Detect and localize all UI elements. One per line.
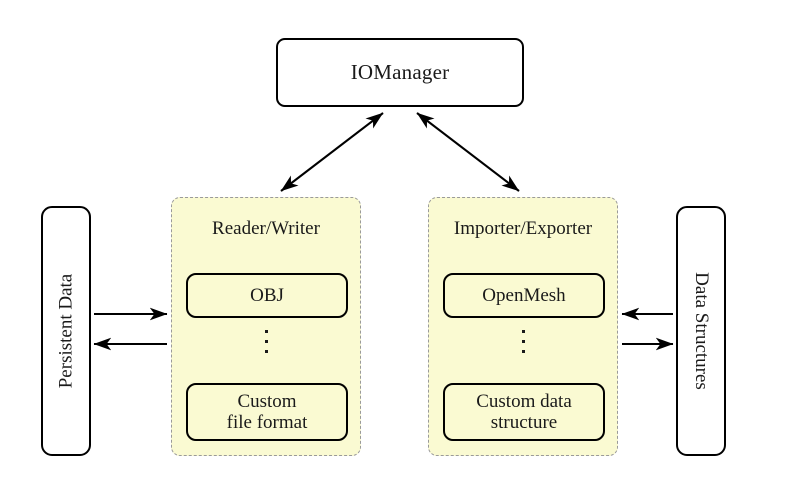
iomanager-box: IOManager bbox=[276, 38, 524, 107]
reader-writer-title: Reader/Writer bbox=[212, 218, 320, 239]
arrow-manager-reader-writer bbox=[280, 112, 384, 192]
reader-writer-item-obj-label: OBJ bbox=[250, 284, 284, 306]
importer-exporter-item-openmesh: OpenMesh bbox=[443, 273, 605, 318]
reader-writer-item-obj: OBJ bbox=[186, 273, 348, 318]
data-structures-label: Data Structures bbox=[691, 272, 712, 390]
reader-writer-ellipsis-icon bbox=[172, 330, 360, 353]
importer-exporter-ellipsis-icon bbox=[429, 330, 617, 353]
importer-exporter-item-openmesh-label: OpenMesh bbox=[482, 284, 566, 306]
persistent-data-box: Persistent Data bbox=[41, 206, 91, 456]
iomanager-label: IOManager bbox=[350, 60, 450, 84]
persistent-data-label: Persistent Data bbox=[55, 273, 77, 389]
arrow-manager-importer-exporter bbox=[416, 112, 520, 192]
importer-exporter-title: Importer/Exporter bbox=[453, 218, 593, 239]
data-structures-box: Data Structures bbox=[676, 206, 726, 456]
